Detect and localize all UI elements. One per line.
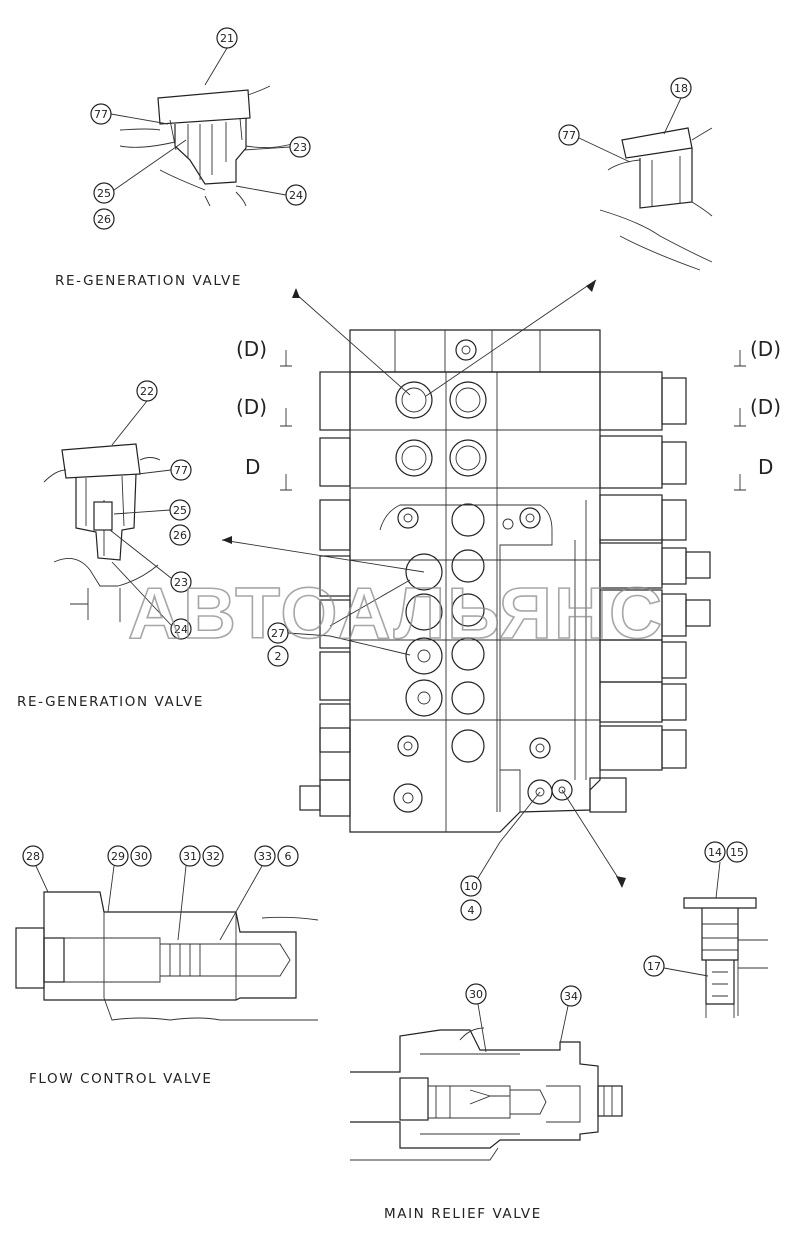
- callout-17: 17: [647, 960, 661, 973]
- regen-valve-left-detail: [43, 443, 161, 622]
- plug-detail-14-15-17: [683, 897, 768, 1018]
- caption-regen-valve-left: RE-GENERATION VALVE: [17, 694, 204, 710]
- left-spool-ends: [319, 371, 351, 781]
- callout-14: 14: [708, 846, 722, 859]
- callout-32: 32: [206, 850, 220, 863]
- callout-25b: 25: [173, 504, 187, 517]
- callout-24a: 24: [289, 189, 303, 202]
- callout-34: 34: [564, 990, 578, 1003]
- callout-77a: 77: [94, 108, 108, 121]
- flow-control-valve-detail: [15, 891, 319, 1021]
- callout-18: 18: [674, 82, 688, 95]
- callout-27: 27: [271, 627, 285, 640]
- section-mark-left-2: (D): [236, 395, 267, 419]
- callout-24b: 24: [174, 623, 188, 636]
- regen-valve-top-detail: [119, 85, 293, 207]
- section-mark-left-3: D: [245, 455, 260, 479]
- callout-77b: 77: [562, 129, 576, 142]
- callout-15: 15: [730, 846, 744, 859]
- callout-33: 33: [258, 850, 272, 863]
- port-plugs: [393, 381, 573, 813]
- callout-21: 21: [220, 32, 234, 45]
- callout-4: 4: [468, 904, 475, 917]
- callout-2: 2: [275, 650, 282, 663]
- section-mark-right-2: (D): [750, 395, 781, 419]
- callout-6: 6: [285, 850, 292, 863]
- callout-29: 29: [111, 850, 125, 863]
- callout-30b: 30: [469, 988, 483, 1001]
- callout-30a: 30: [134, 850, 148, 863]
- section-mark-right-3: D: [758, 455, 773, 479]
- leader-lines-bottom: [499, 789, 623, 885]
- main-valve-body: [299, 329, 711, 833]
- callout-22: 22: [140, 385, 154, 398]
- caption-flow-control-valve: FLOW CONTROL VALVE: [29, 1071, 213, 1087]
- callout-31: 31: [183, 850, 197, 863]
- section-marks: (D) (D) D (D) (D) D: [236, 337, 781, 479]
- callout-28: 28: [26, 850, 40, 863]
- callout-25a: 25: [97, 187, 111, 200]
- plug-detail-18: [599, 127, 713, 271]
- callout-26b: 26: [173, 529, 187, 542]
- right-spool-ends: [574, 371, 711, 780]
- callout-23a: 23: [293, 141, 307, 154]
- caption-main-relief-valve: MAIN RELIEF VALVE: [384, 1206, 542, 1222]
- main-relief-valve-detail: [350, 1027, 623, 1161]
- callout-10: 10: [464, 880, 478, 893]
- callout-23b: 23: [174, 576, 188, 589]
- watermark: АВТОАЛЬЯНС: [128, 574, 664, 654]
- section-mark-left-1: (D): [236, 337, 267, 361]
- callout-77c: 77: [174, 464, 188, 477]
- callout-26a: 26: [97, 213, 111, 226]
- callouts: 21 77 23 25 26 24 18 77 22 77 25 26: [22, 27, 748, 1053]
- section-mark-right-1: (D): [750, 337, 781, 361]
- section-arrows: [280, 350, 746, 491]
- caption-regen-valve-top: RE-GENERATION VALVE: [55, 273, 242, 289]
